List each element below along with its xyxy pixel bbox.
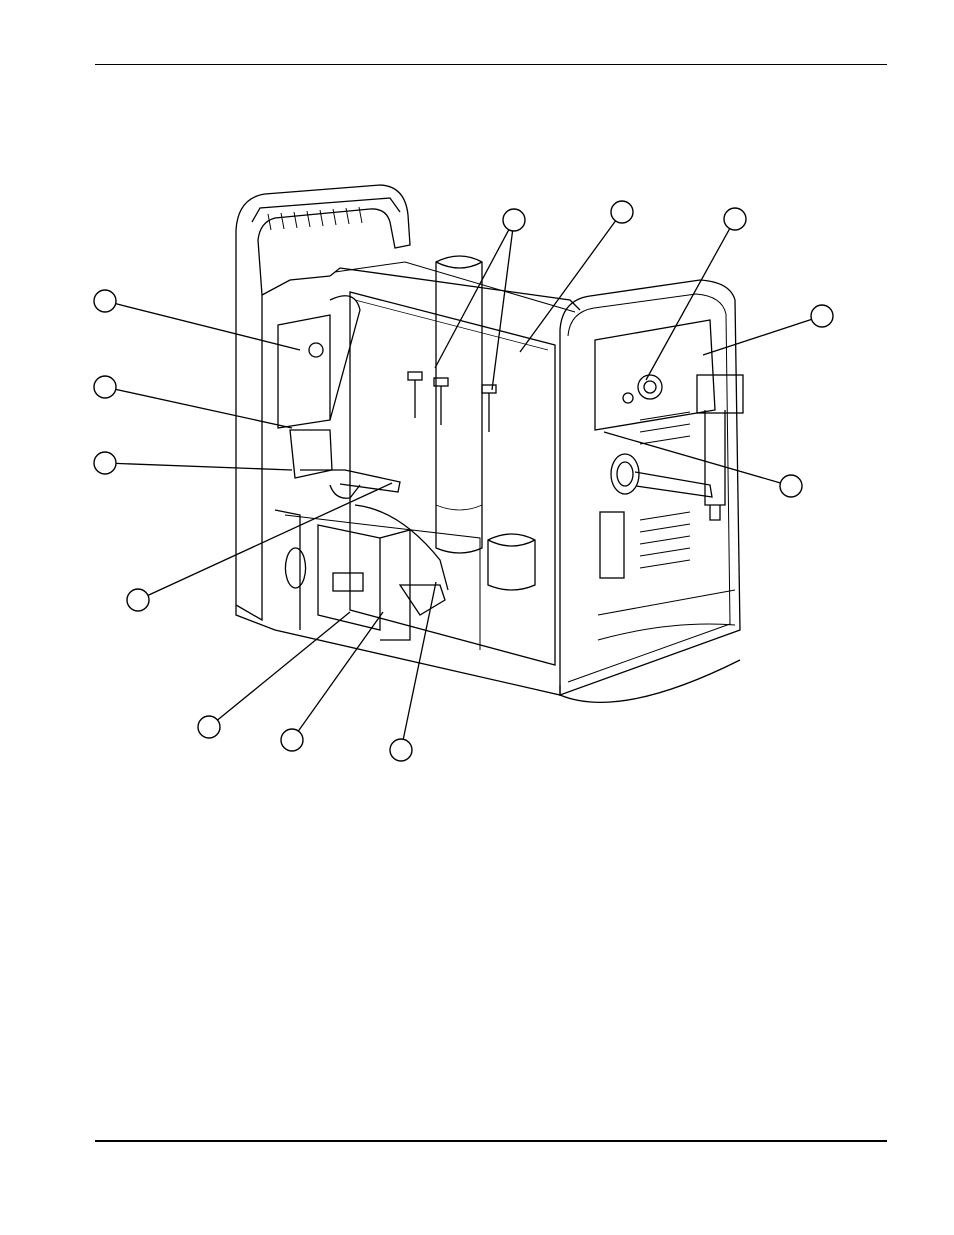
callout-leader-line bbox=[115, 303, 301, 351]
callout-leader-line bbox=[603, 431, 781, 484]
callout-leader-line bbox=[645, 228, 731, 381]
callout-circle bbox=[93, 375, 117, 399]
callout-bubble bbox=[126, 588, 150, 612]
callout-leader-line bbox=[402, 581, 437, 740]
callout-bubble bbox=[723, 207, 747, 231]
callout-bubble bbox=[280, 728, 304, 752]
callout-circle bbox=[389, 738, 413, 762]
callout-leader-line bbox=[147, 482, 393, 596]
callout-circle bbox=[810, 304, 834, 328]
callout-leader-line bbox=[434, 229, 510, 369]
callout-circle bbox=[93, 289, 117, 313]
callout-leader-line bbox=[297, 611, 384, 732]
callout-circle bbox=[723, 207, 747, 231]
callout-bubble bbox=[93, 289, 117, 313]
callout-circle bbox=[93, 451, 117, 475]
callout-bubble bbox=[389, 738, 413, 762]
callout-bubble bbox=[610, 200, 634, 224]
callout-leader-line bbox=[519, 220, 617, 353]
callout-circle bbox=[779, 474, 803, 498]
machine-drawing bbox=[235, 184, 744, 703]
callout-group bbox=[93, 200, 834, 762]
callout-leader-line bbox=[217, 611, 351, 721]
callout-bubble bbox=[197, 715, 221, 739]
header-rule bbox=[95, 64, 887, 65]
callout-circle bbox=[126, 588, 150, 612]
callout-bubble bbox=[502, 208, 526, 232]
callout-bubble bbox=[810, 304, 834, 328]
callout-leader-line bbox=[702, 318, 812, 356]
footer-rule bbox=[95, 1140, 887, 1142]
callout-circle bbox=[610, 200, 634, 224]
callout-bubble bbox=[93, 375, 117, 399]
callout-leader-line bbox=[491, 230, 514, 391]
callout-bubble bbox=[93, 451, 117, 475]
callout-circle bbox=[502, 208, 526, 232]
callout-circle bbox=[197, 715, 221, 739]
callout-leader-line bbox=[115, 388, 293, 429]
callout-bubble bbox=[779, 474, 803, 498]
callout-leader-line bbox=[115, 462, 293, 471]
callout-circle bbox=[280, 728, 304, 752]
